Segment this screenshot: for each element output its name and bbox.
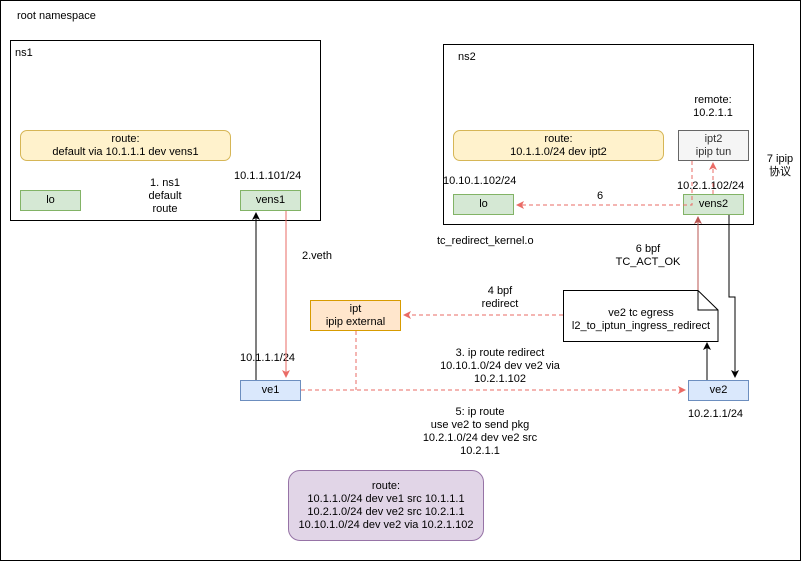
ve1-interface[interactable]: ve1 xyxy=(240,380,301,401)
ve2-interface[interactable]: ve2 xyxy=(688,380,749,401)
step5-line: 5: ip route xyxy=(455,406,505,418)
root-route-line: 10.1.1.0/24 dev ve1 src 10.1.1.1 xyxy=(307,492,465,505)
step1-line: 1. ns1 xyxy=(150,177,180,189)
ipt2-line: ipip tun xyxy=(695,145,732,158)
remote-line: remote: xyxy=(694,94,732,106)
ns2-frame xyxy=(443,44,754,225)
ns2-label: ns2 xyxy=(458,51,476,63)
step6-bpf-label: 6 bpf TC_ACT_OK xyxy=(603,243,693,269)
ipt2-tunnel[interactable]: ipt2 ipip tun xyxy=(678,130,749,161)
root-route-line: 10.10.1.0/24 dev ve2 via 10.2.1.102 xyxy=(298,518,474,531)
vens2-interface[interactable]: vens2 xyxy=(683,194,744,215)
step6-bpf-line: TC_ACT_OK xyxy=(615,256,681,268)
ve1-ip-label: 10.1.1.1/24 xyxy=(240,352,296,364)
ns1-route-line: default via 10.1.1.1 dev vens1 xyxy=(52,145,199,158)
ve2-ip-label: 10.2.1.1/24 xyxy=(688,408,744,420)
ns1-lo-interface[interactable]: lo xyxy=(20,190,81,211)
tc-egress-note[interactable]: ve2 tc egress l2_to_iptun_ingress_redire… xyxy=(563,300,719,340)
step7-line: 7 ipip xyxy=(766,153,794,165)
step3-line: 10.10.1.0/24 dev ve2 via xyxy=(440,360,560,372)
vens2-ip-label: 10.2.1.102/24 xyxy=(677,180,745,192)
ns1-route-title: route: xyxy=(111,132,140,145)
arrow-vens2-to-ve2 xyxy=(728,215,739,378)
tc-redirect-kernel-label: tc_redirect_kernel.o xyxy=(437,235,534,247)
ns2-lo-ip-label: 10.10.1.102/24 xyxy=(443,175,517,187)
step6-bpf-line: 6 bpf xyxy=(635,243,661,255)
root-route-title: route: xyxy=(371,479,401,492)
step1-line: route xyxy=(152,203,178,215)
remote-line: 10.2.1.1 xyxy=(693,107,733,119)
ipt2-line: ipt2 xyxy=(704,132,723,145)
ns2-route-title: route: xyxy=(544,132,573,145)
step3-line: 10.2.1.102 xyxy=(474,373,526,385)
vens1-ip-label: 10.1.1.101/24 xyxy=(234,170,302,182)
remote-label: remote: 10.2.1.1 xyxy=(683,94,743,120)
step3-label: 3. ip route redirect 10.10.1.0/24 dev ve… xyxy=(420,347,580,386)
ns1-frame xyxy=(10,40,321,221)
step7-label: 7 ipip 协议 xyxy=(763,153,797,179)
ns1-label: ns1 xyxy=(15,47,33,59)
ns1-route-box: route: default via 10.1.1.1 dev vens1 xyxy=(20,130,231,161)
root-route-line: 10.2.1.0/24 dev ve2 src 10.2.1.1 xyxy=(307,505,465,518)
ipt-external-tunnel[interactable]: ipt ipip external xyxy=(310,300,401,331)
step5-line: 10.2.1.0/24 dev ve2 src xyxy=(422,432,538,444)
step1-label: 1. ns1 default route xyxy=(130,177,200,216)
ns2-route-line: 10.1.1.0/24 dev ipt2 xyxy=(510,145,607,158)
ipt-line: ipip external xyxy=(325,315,386,328)
note-line: l2_to_iptun_ingress_redirect xyxy=(571,320,711,332)
step3-line: 3. ip route redirect xyxy=(455,347,545,359)
ipt-line: ipt xyxy=(349,302,362,315)
ns2-route-box: route: 10.1.1.0/24 dev ipt2 xyxy=(453,130,664,161)
ns2-lo-interface[interactable]: lo xyxy=(453,194,514,215)
step2-label: 2.veth xyxy=(302,250,332,262)
step1-line: default xyxy=(148,190,182,202)
step4-label: 4 bpf redirect xyxy=(465,285,535,311)
step6-inner-label: 6 xyxy=(597,190,604,202)
step5-line: 10.2.1.1 xyxy=(460,445,500,457)
root-namespace-label: root namespace xyxy=(17,10,96,22)
arrow-ipt2-to-lo xyxy=(516,161,693,209)
vens1-interface[interactable]: vens1 xyxy=(240,190,301,211)
step4-line: redirect xyxy=(481,298,519,310)
step4-line: 4 bpf xyxy=(487,285,513,297)
root-route-box: route: 10.1.1.0/24 dev ve1 src 10.1.1.1 … xyxy=(288,470,484,541)
note-line: ve2 tc egress xyxy=(608,307,674,319)
step5-line: use ve2 to send pkg xyxy=(430,419,530,431)
step5-label: 5: ip route use ve2 to send pkg 10.2.1.0… xyxy=(410,406,550,458)
tc-egress-note-shape xyxy=(563,290,719,342)
step7-line: 协议 xyxy=(769,166,791,178)
